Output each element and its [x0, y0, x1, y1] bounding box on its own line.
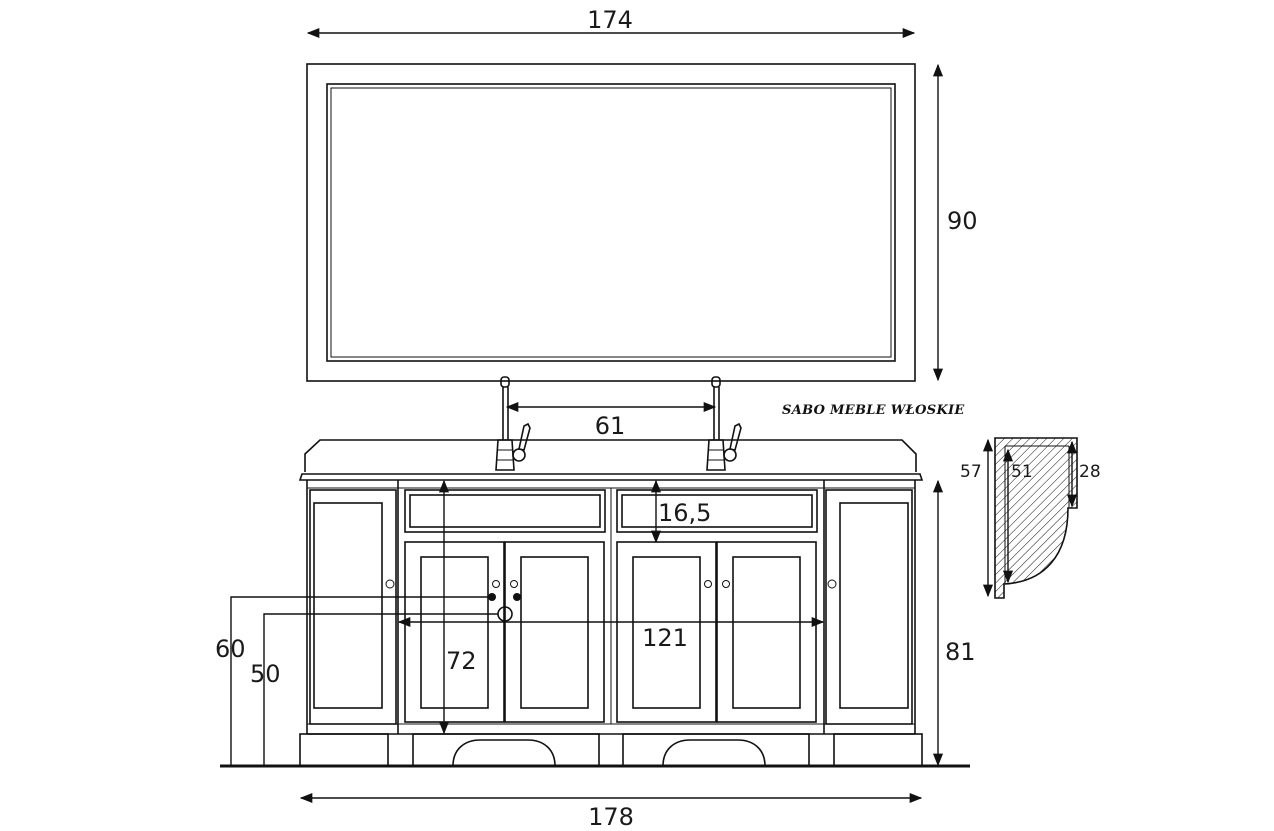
mirror	[306, 63, 916, 382]
mirror-height-label: 90	[947, 207, 978, 235]
drawer-height-dimension: 16,5	[650, 479, 711, 544]
cabinet-body	[306, 480, 916, 735]
side-profile: 57 51 28	[960, 437, 1101, 599]
drain-height-lower-label: 50	[250, 660, 281, 688]
inner-height-dimension: 72	[438, 479, 477, 735]
countertop	[298, 439, 924, 481]
faucet-spacing-dimension: 61	[505, 401, 717, 440]
mirror-width-label: 174	[587, 6, 633, 34]
mirror-width-dimension: 174	[306, 6, 916, 39]
drain-height-dimensions: 60 50	[215, 596, 498, 766]
cabinet-plinth	[299, 733, 923, 767]
faucet-left	[495, 376, 531, 471]
faucet-right	[706, 376, 742, 471]
doors-width-dimension: 121	[397, 616, 825, 652]
cabinet-width-dimension: 178	[299, 792, 923, 831]
cabinet-width-label: 178	[588, 803, 634, 831]
drain-height-upper-label: 60	[215, 635, 246, 663]
doors-width-label: 121	[642, 624, 688, 652]
mirror-height-dimension: 90	[932, 63, 978, 382]
profile-inner-label: 51	[1011, 462, 1033, 482]
faucet-spacing-label: 61	[595, 412, 626, 440]
profile-total-label: 57	[960, 462, 982, 482]
cabinet-height-dimension: 81	[932, 479, 976, 767]
drawer-height-label: 16,5	[658, 499, 711, 527]
brand-label: SABO MEBLE WŁOSKIE	[782, 403, 965, 418]
cabinet-height-label: 81	[945, 638, 976, 666]
inner-height-label: 72	[446, 647, 477, 675]
profile-depth-label: 28	[1079, 462, 1101, 482]
